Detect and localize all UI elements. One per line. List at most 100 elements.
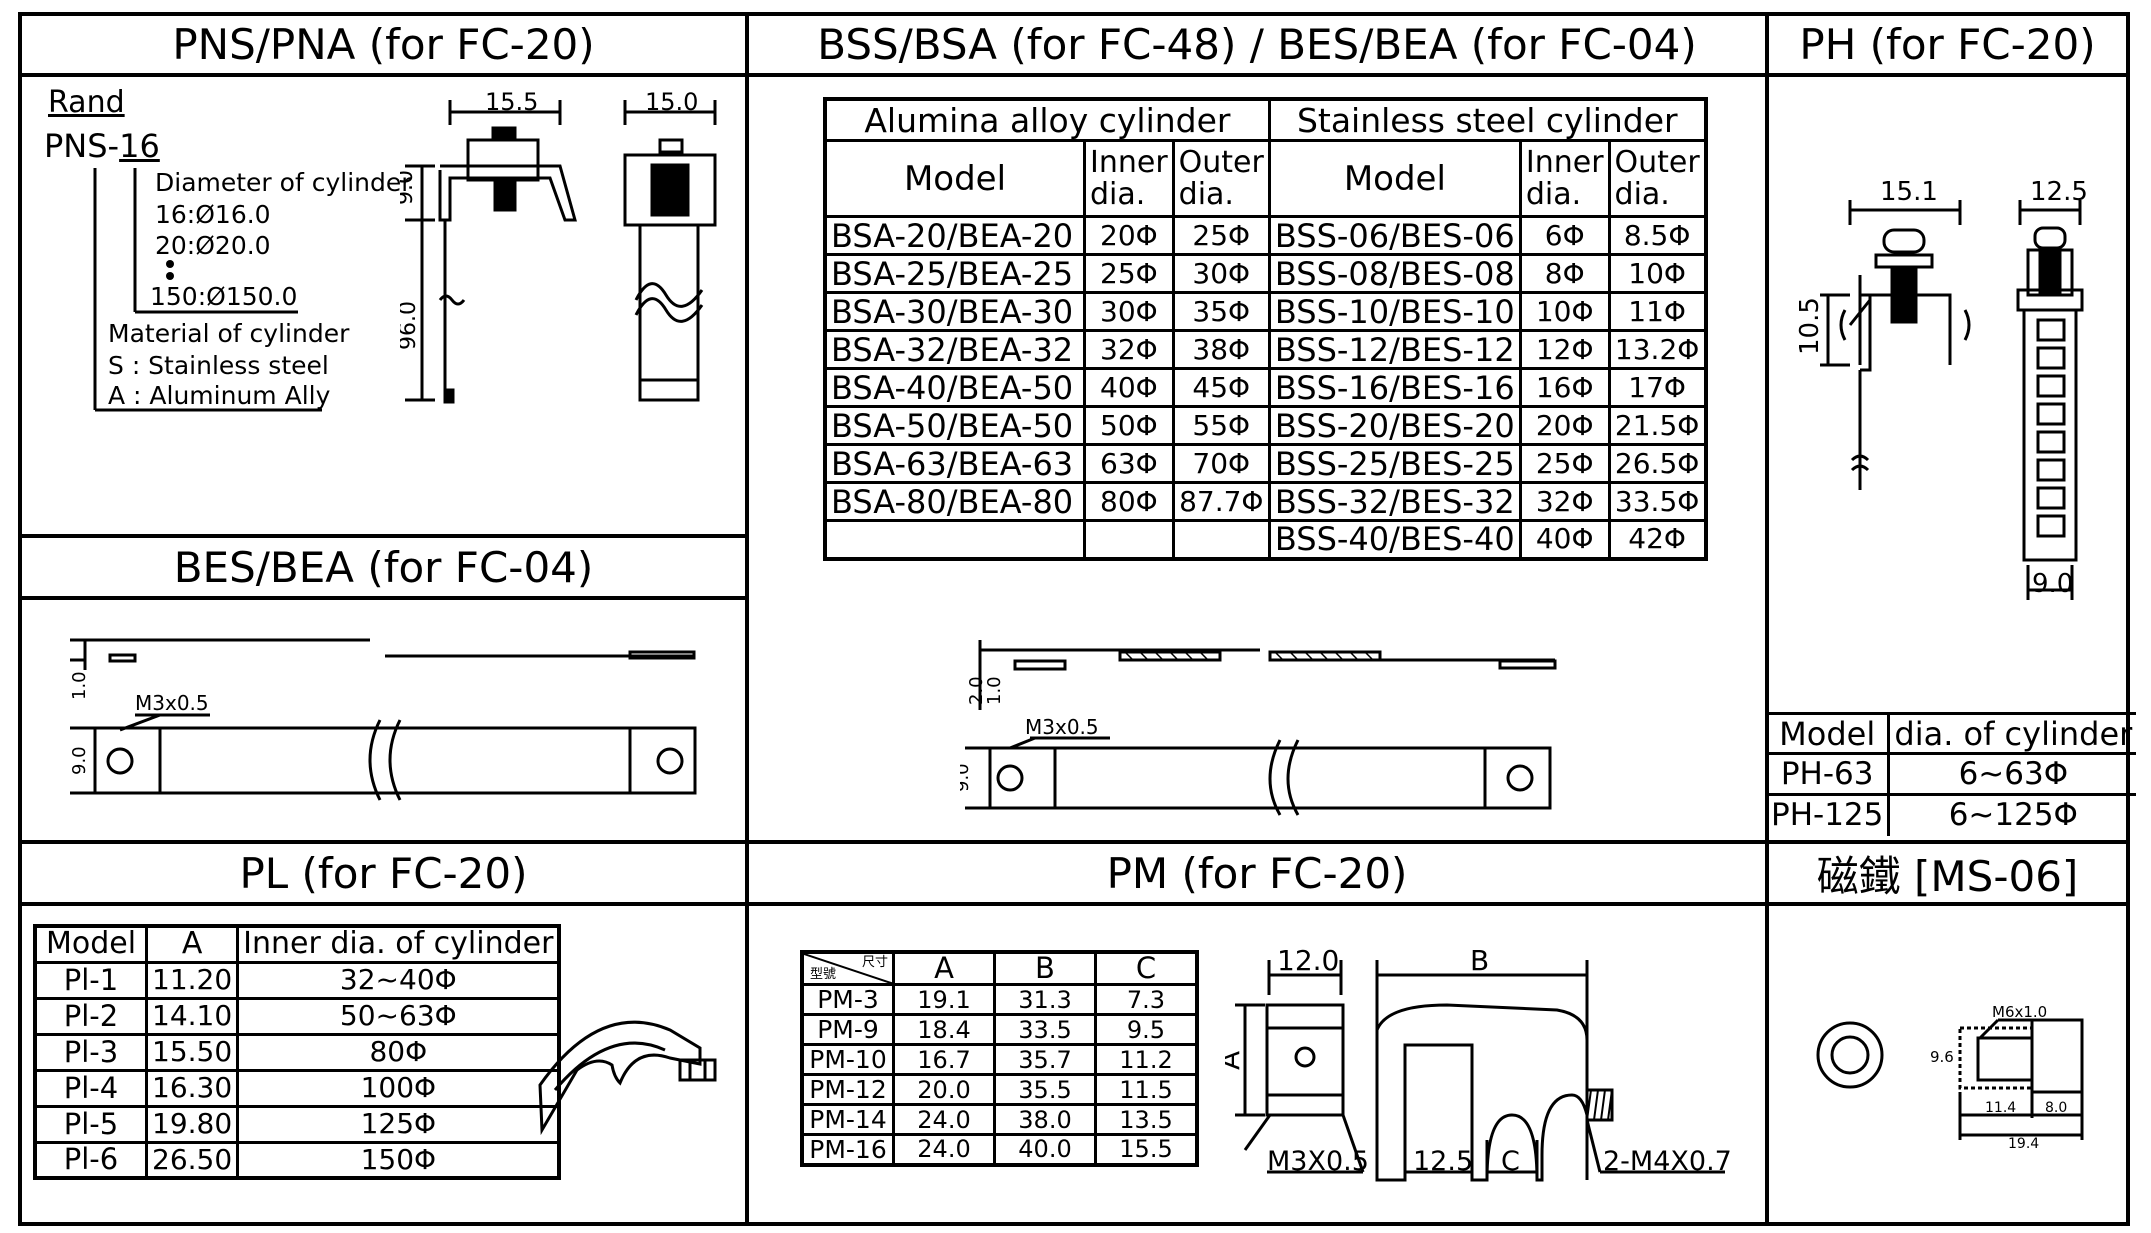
- pns-material-label: Material of cylinder: [108, 319, 350, 348]
- pns-dim-height-top: 9.0: [400, 170, 418, 205]
- bss-table-cell: 8Φ: [1518, 253, 1611, 294]
- pl-table-cell: 80Φ: [236, 1032, 561, 1072]
- bss-col-inner-right-2: dia.: [1525, 176, 1582, 212]
- pl-table-cell: 32~40Φ: [236, 960, 561, 1000]
- bss-table-cell: 6Φ: [1518, 215, 1611, 256]
- bss-table-cell: 45Φ: [1171, 367, 1271, 408]
- bss-table-cell: BSA-80/BEA-80: [823, 481, 1086, 522]
- bss-dim-thickness-b: 1.0: [984, 676, 1005, 705]
- bss-table: Alumina alloy cylinder Stainless steel c…: [823, 97, 1708, 561]
- pns-rand-label: Rand: [48, 85, 125, 120]
- pm-corner-bottom: 型號: [810, 967, 837, 982]
- ms-dim-total: 19.4: [2008, 1136, 2039, 1150]
- bss-table-cell: 70Φ: [1171, 443, 1271, 484]
- bss-table-cell: BSS-10/BES-10: [1267, 291, 1522, 332]
- pm-table-cell: 33.5: [993, 1013, 1097, 1046]
- bes-dim-thickness: 1.0: [69, 671, 90, 700]
- bss-table-cell: BSA-25/BEA-25: [823, 253, 1086, 294]
- ms-drawing: M6x1.0 9.6 11.4 8.0 19.4: [1816, 1003, 2084, 1150]
- bss-table-cell: 38Φ: [1171, 329, 1271, 370]
- bss-table-cell: 8.5Φ: [1607, 215, 1708, 256]
- ph-row-2-dia: 6~125Φ: [1887, 793, 2137, 836]
- bss-table-cell: 32Φ: [1518, 481, 1611, 522]
- bss-table-cell: BSA-30/BEA-30: [823, 291, 1086, 332]
- section-title-pm: PM (for FC-20): [1106, 848, 1408, 898]
- ms-dim-len-b: 8.0: [2045, 1100, 2067, 1116]
- pl-col-model: Model: [33, 924, 148, 964]
- pns-diameter-2: 20:Ø20.0: [155, 231, 271, 260]
- pm-table-cell: 24.0: [892, 1103, 996, 1136]
- bss-drawing: 2.0 1.0 M3x0.5 9.0: [960, 640, 1557, 816]
- pl-table-cell: 100Φ: [236, 1068, 561, 1108]
- pns-legend-lines: [93, 168, 322, 412]
- bss-table-cell: 10Φ: [1607, 253, 1708, 294]
- bss-col-outer-right-1: Outer: [1614, 145, 1700, 180]
- pm-table-cell: PM-9: [800, 1013, 895, 1046]
- bss-table-cell: 21.5Φ: [1607, 405, 1708, 446]
- bss-table-cell: BSS-32/BES-32: [1267, 481, 1522, 522]
- drawing-frame: [18, 12, 2130, 1226]
- bss-table-cell: [823, 519, 1086, 560]
- ph-dim-height: 10.5: [1795, 297, 1825, 355]
- bss-col-outer-left-2: dia.: [1178, 176, 1234, 212]
- pm-table-cell: PM-16: [800, 1133, 895, 1166]
- bss-table-cell: BSS-08/BES-08: [1267, 253, 1522, 294]
- divider-bes-header: [18, 596, 745, 600]
- ms-dim-height: 9.6: [1930, 1048, 1954, 1066]
- bss-group-left: Alumina alloy cylinder: [823, 97, 1271, 142]
- bss-table-cell: 11Φ: [1607, 291, 1708, 332]
- bss-table-cell: 25Φ: [1171, 215, 1271, 256]
- ph-row-2-model: PH-125: [1767, 793, 1891, 836]
- divider-pns-bes: [18, 534, 745, 538]
- pm-table-cell: 7.3: [1094, 983, 1199, 1016]
- pm-table-cell: PM-12: [800, 1073, 895, 1106]
- pl-table-cell: 26.50: [144, 1140, 240, 1180]
- pm-table-cell: 11.5: [1094, 1073, 1199, 1106]
- ms-dim-thread: M6x1.0: [1992, 1003, 2047, 1021]
- pl-col-inner: Inner dia. of cylinder: [236, 924, 561, 964]
- pm-table-cell: 31.3: [993, 983, 1097, 1016]
- pm-table-cell: 9.5: [1094, 1013, 1199, 1046]
- bes-drawing: M3x0.5 1.0 9.0: [69, 638, 697, 801]
- bss-table-cell: 30Φ: [1083, 291, 1175, 332]
- section-title-pns: PNS/PNA (for FC-20): [172, 19, 595, 69]
- bss-table-cell: BSA-50/BEA-50: [823, 405, 1086, 446]
- pl-table-cell: 125Φ: [236, 1104, 561, 1144]
- bss-table-cell: BSA-32/BEA-32: [823, 329, 1086, 370]
- pl-table-cell: Pl-3: [33, 1032, 148, 1072]
- pl-table-cell: 11.20: [144, 960, 240, 1000]
- pns-diameter-3: 150:Ø150.0: [150, 282, 298, 311]
- pl-table-cell: Pl-2: [33, 996, 148, 1036]
- ph-col-model: Model: [1767, 712, 1891, 755]
- pl-table-cell: Pl-1: [33, 960, 148, 1000]
- pns-dim-height-total: 96.0: [400, 301, 421, 350]
- pm-dim-width: 12.0: [1277, 944, 1339, 977]
- bss-table-cell: [1083, 519, 1175, 560]
- pm-col-a: A: [892, 950, 996, 986]
- bss-table-cell: BSS-20/BES-20: [1267, 405, 1522, 446]
- pns-code-prefix: PNS-: [44, 127, 120, 165]
- bss-col-inner-left-1: Inner: [1090, 145, 1168, 180]
- bss-table-cell: 35Φ: [1171, 291, 1271, 332]
- bss-table-cell: 25Φ: [1083, 253, 1175, 294]
- pm-table-cell: 38.0: [993, 1103, 1097, 1136]
- pns-diameter-1: 16:Ø16.0: [155, 200, 271, 229]
- ph-table: Model dia. of cylinder PH-63 6~63Φ PH-12…: [1767, 712, 2137, 836]
- section-title-pl: PL (for FC-20): [239, 848, 528, 898]
- bss-table-cell: BSS-40/BES-40: [1267, 519, 1522, 560]
- ph-row-1-model: PH-63: [1767, 752, 1891, 796]
- pl-table-cell: 150Φ: [236, 1140, 561, 1180]
- pm-table-cell: 20.0: [892, 1073, 996, 1106]
- pm-table-cell: 35.5: [993, 1073, 1097, 1106]
